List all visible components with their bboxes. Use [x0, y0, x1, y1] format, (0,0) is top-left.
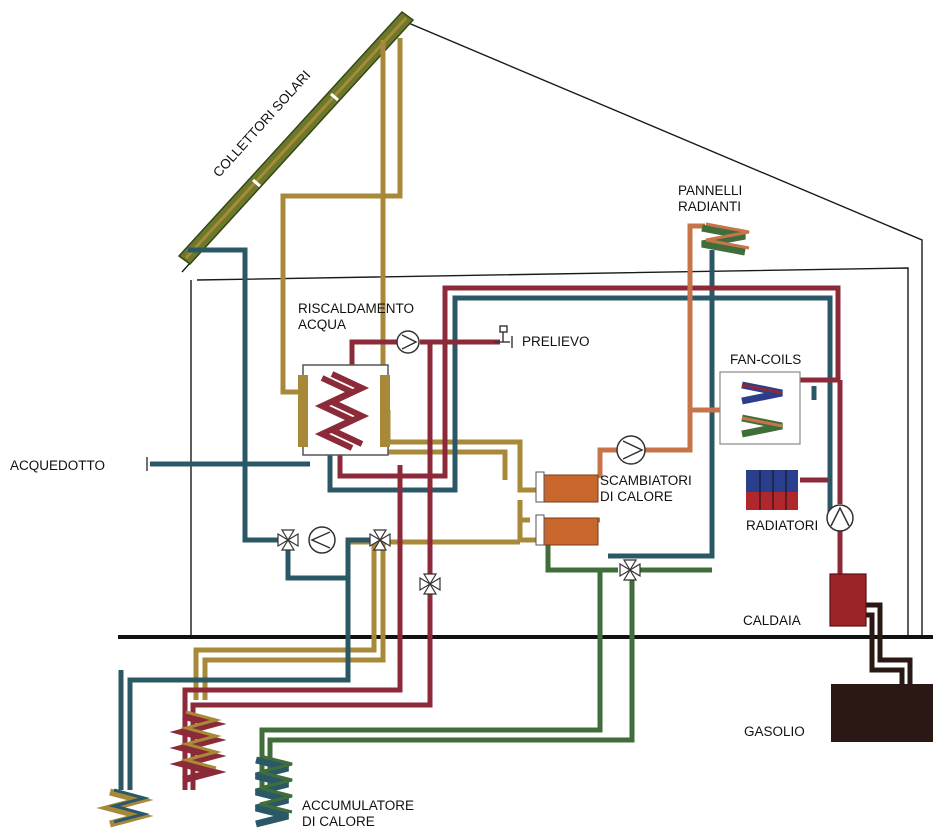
- label-prelievo: PRELIEVO: [522, 334, 590, 349]
- pump-radiators: [826, 504, 854, 532]
- label-caldaia: CALDAIA: [743, 613, 801, 628]
- fan-coils: [719, 371, 801, 445]
- label-scambiatori: SCAMBIATORI: [600, 473, 692, 488]
- storage-coil-red: [169, 710, 227, 784]
- label-gasolio: GASOLIO: [744, 724, 805, 739]
- label-di-calore-2: DI CALORE: [302, 814, 375, 829]
- fuel-tank: [831, 684, 933, 742]
- heat-exchangers: [535, 471, 599, 546]
- pump-exchanger: [616, 435, 646, 465]
- solar-collector: [177, 10, 415, 266]
- label-di-calore-1: DI CALORE: [600, 489, 673, 504]
- boiler: [829, 573, 867, 627]
- label-acqua: ACQUA: [298, 317, 346, 332]
- water-heater-tank: [298, 364, 390, 456]
- label-collettori-solari: COLLETTORI SOLARI: [210, 68, 313, 180]
- label-accumulatore: ACCUMULATORE: [302, 798, 414, 813]
- fuel-lines: [860, 602, 913, 686]
- storage-coil-green: [255, 754, 293, 828]
- pump-hot-water: [396, 330, 420, 354]
- label-pannelli: PANNELLI: [678, 183, 742, 198]
- radiator: [746, 470, 798, 510]
- valve-left: [277, 529, 299, 551]
- label-radiatori: RADIATORI: [746, 518, 818, 533]
- cold-water-pipes: [118, 247, 833, 790]
- label-fan-coils: FAN-COILS: [730, 352, 801, 367]
- label-riscaldamento: RISCALDAMENTO: [298, 301, 414, 316]
- radiant-panel: [701, 222, 750, 256]
- valve-right: [619, 559, 641, 581]
- label-acquedotto: ACQUEDOTTO: [10, 458, 105, 473]
- pump-storage: [308, 526, 336, 554]
- valve-center-left: [369, 529, 391, 551]
- label-radianti: RADIANTI: [678, 199, 741, 214]
- storage-coil-blue: [96, 788, 154, 828]
- hot-water-pipes: [182, 285, 843, 790]
- valve-center: [419, 573, 441, 595]
- tap-icon: [494, 325, 513, 348]
